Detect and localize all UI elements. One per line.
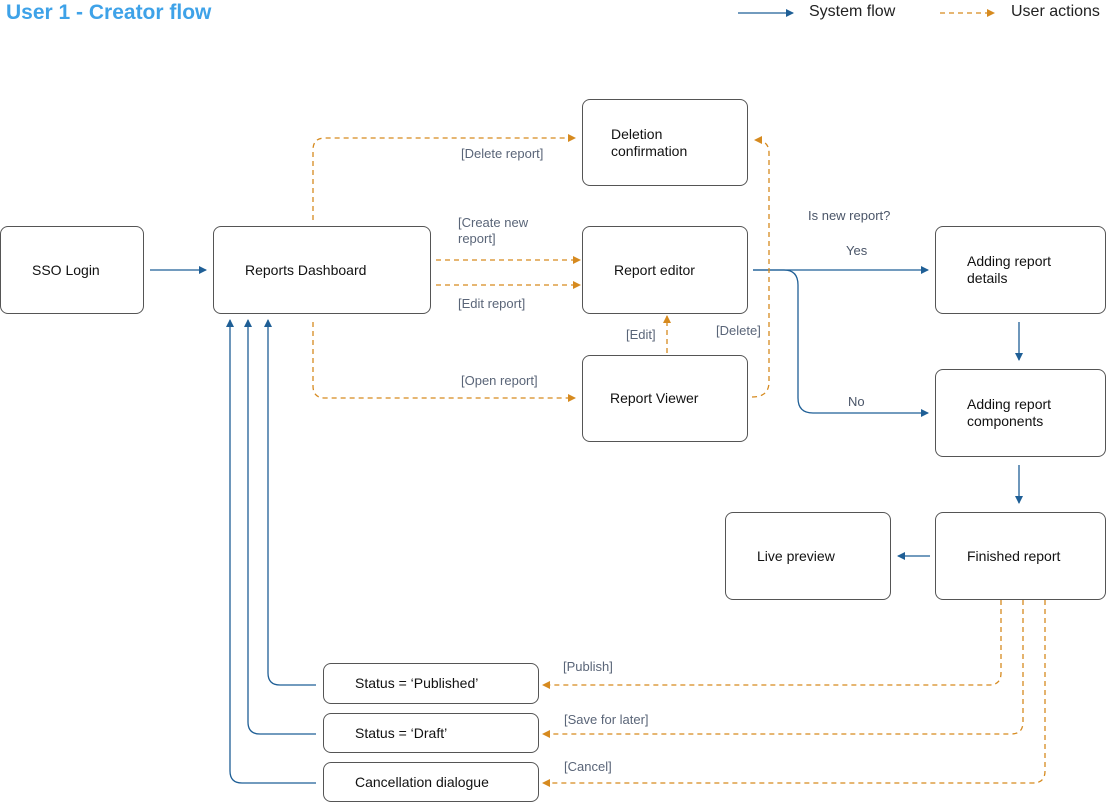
label-publish: [Publish]: [563, 659, 613, 674]
node-report-viewer[interactable]: Report Viewer: [582, 355, 748, 442]
edge-editor-to-components: [753, 269, 929, 417]
label-delete-report: [Delete report]: [461, 146, 544, 161]
node-live-preview[interactable]: Live preview: [725, 512, 891, 600]
node-adding-report-components[interactable]: Adding report components: [935, 369, 1106, 457]
label-yes: Yes: [846, 243, 868, 258]
label-no: No: [848, 394, 865, 409]
edge-draft-to-dashboard: [244, 319, 316, 735]
node-sso-login[interactable]: SSO Login: [0, 226, 144, 314]
label-create-new-report: [Create new report]: [458, 215, 529, 246]
legend-system-flow: System flow: [809, 3, 896, 20]
label-save-for-later: [Save for later]: [564, 712, 649, 727]
node-adding-report-details[interactable]: Adding report details: [935, 226, 1106, 314]
node-status-published[interactable]: Status = ‘Published’: [323, 663, 539, 704]
edge-published-to-dashboard: [264, 319, 316, 686]
label-is-new-report: Is new report?: [808, 208, 891, 223]
node-reports-dashboard[interactable]: Reports Dashboard: [213, 226, 431, 314]
diagram-title: User 1 - Creator flow: [6, 1, 212, 24]
node-finished-report[interactable]: Finished report: [935, 512, 1106, 600]
edge-finished-to-published: [542, 600, 1002, 689]
label-cancel: [Cancel]: [564, 759, 612, 774]
edge-dashboard-to-viewer: [312, 322, 576, 402]
node-report-editor[interactable]: Report editor: [582, 226, 748, 314]
edge-finished-to-cancel: [542, 600, 1046, 787]
label-edit-report: [Edit report]: [458, 296, 526, 311]
node-deletion-confirmation[interactable]: Deletion confirmation: [582, 99, 748, 186]
label-open-report: [Open report]: [461, 373, 538, 388]
legend-user-actions: User actions: [1011, 3, 1100, 20]
label-delete: [Delete]: [716, 323, 761, 338]
edge-cancel-to-dashboard: [226, 319, 316, 784]
edge-viewer-to-deletion: [751, 136, 770, 398]
label-edit: [Edit]: [626, 327, 656, 342]
node-cancellation-dialogue[interactable]: Cancellation dialogue: [323, 762, 539, 802]
node-status-draft[interactable]: Status = ‘Draft’: [323, 713, 539, 753]
